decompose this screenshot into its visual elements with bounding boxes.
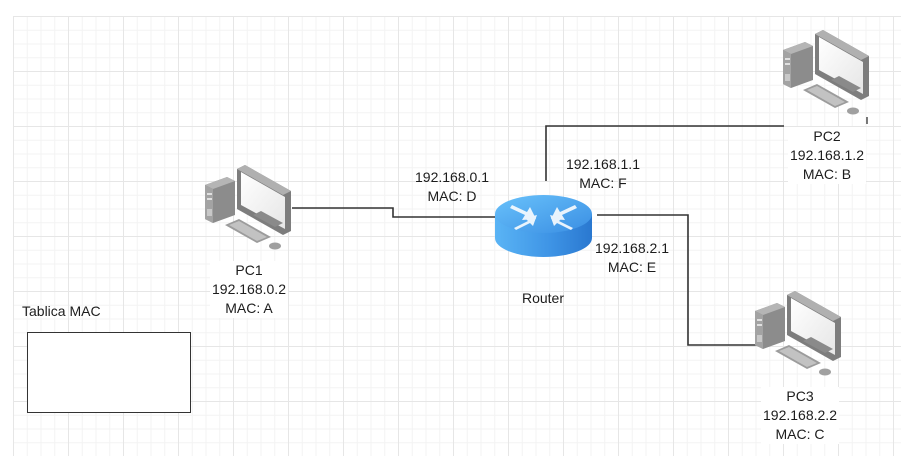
router-if-pc1-mac: MAC: D bbox=[427, 188, 477, 204]
link-router-pc3 bbox=[597, 214, 757, 346]
pc2-label: PC2 192.168.1.2 MAC: B bbox=[788, 127, 866, 184]
router-if-pc1-ip: 192.168.0.1 bbox=[415, 169, 489, 185]
router-if-pc2-ip: 192.168.1.1 bbox=[566, 156, 640, 172]
router-if-pc2-mac: MAC: F bbox=[579, 175, 627, 191]
link-pc1-router bbox=[292, 207, 497, 218]
pc2-icon[interactable] bbox=[783, 30, 869, 115]
mac-table-box[interactable] bbox=[27, 332, 191, 413]
pc1-ip: 192.168.0.2 bbox=[212, 281, 286, 297]
pc3-name: PC3 bbox=[786, 388, 814, 404]
router-icon[interactable] bbox=[495, 195, 592, 257]
pc2-ip: 192.168.1.2 bbox=[790, 147, 864, 163]
router-if-pc2-label: 192.168.1.1 MAC: F bbox=[566, 155, 640, 193]
pc2-mac: MAC: B bbox=[802, 166, 852, 182]
router-if-pc3-ip: 192.168.2.1 bbox=[595, 240, 669, 256]
pc1-icon[interactable] bbox=[205, 165, 291, 250]
router-if-pc3-label: 192.168.2.1 MAC: E bbox=[595, 239, 669, 277]
pc1-label: PC1 192.168.0.2 MAC: A bbox=[210, 261, 288, 318]
pc3-icon[interactable] bbox=[755, 291, 841, 376]
router-if-pc3-mac: MAC: E bbox=[607, 259, 657, 275]
router-label: Router bbox=[521, 290, 565, 306]
pc3-label: PC3 192.168.2.2 MAC: C bbox=[761, 387, 839, 444]
mac-table-title: Tablica MAC bbox=[22, 303, 101, 319]
pc1-mac: MAC: A bbox=[225, 300, 273, 316]
pc3-mac: MAC: C bbox=[775, 426, 825, 442]
link-router-pc2 bbox=[545, 125, 784, 181]
pc2-name: PC2 bbox=[813, 128, 841, 144]
router-if-pc1-label: 192.168.0.1 MAC: D bbox=[415, 168, 489, 206]
pc3-ip: 192.168.2.2 bbox=[763, 407, 837, 423]
pc1-name: PC1 bbox=[235, 262, 263, 278]
